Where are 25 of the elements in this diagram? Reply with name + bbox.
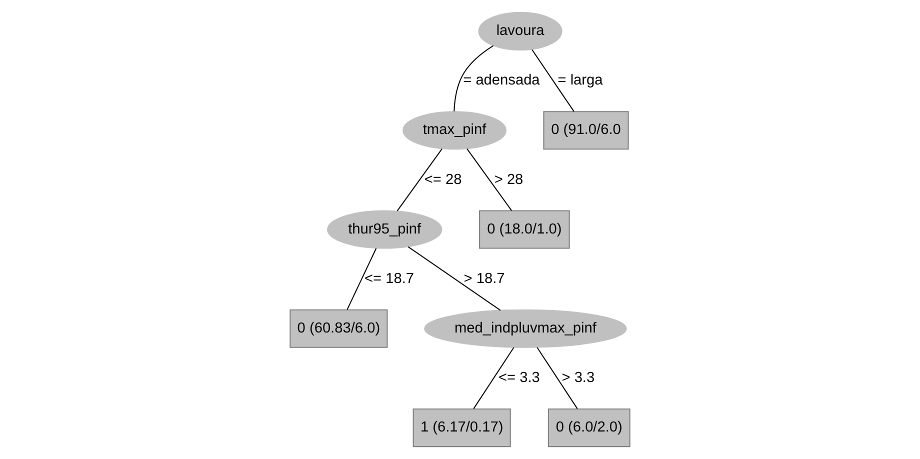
connector xyxy=(532,49,574,112)
connector xyxy=(346,248,377,310)
connector xyxy=(536,347,578,409)
node-ellipse: tmax_pinf xyxy=(402,111,506,150)
edge-label: > 18.7 xyxy=(464,270,505,287)
edge-label: <= 18.7 xyxy=(364,270,414,287)
connector xyxy=(454,45,494,112)
node-ellipse: lavoura xyxy=(478,12,562,51)
edge-label: > 28 xyxy=(494,172,524,188)
node-ellipse: thur95_pinf xyxy=(327,210,442,249)
node-box: 1 (6.17/0.17) xyxy=(412,408,511,448)
node-ellipse: med_indpluvmax_pinf xyxy=(424,309,627,348)
edge-label: = larga xyxy=(558,72,603,89)
edge-label: = adensada xyxy=(463,72,540,89)
node-box: 0 (91.0/6.0 xyxy=(543,111,629,150)
edge-label: <= 3.3 xyxy=(498,370,540,386)
edge-label: > 3.3 xyxy=(562,370,595,386)
connector xyxy=(396,148,442,212)
connector xyxy=(408,246,501,311)
connector xyxy=(466,148,512,211)
node-box: 0 (6.0/2.0) xyxy=(548,408,630,448)
connector xyxy=(473,347,514,409)
node-box: 0 (18.0/1.0) xyxy=(479,210,570,249)
node-box: 0 (60.83/6.0) xyxy=(290,309,388,348)
edge-label: <= 28 xyxy=(424,172,462,188)
